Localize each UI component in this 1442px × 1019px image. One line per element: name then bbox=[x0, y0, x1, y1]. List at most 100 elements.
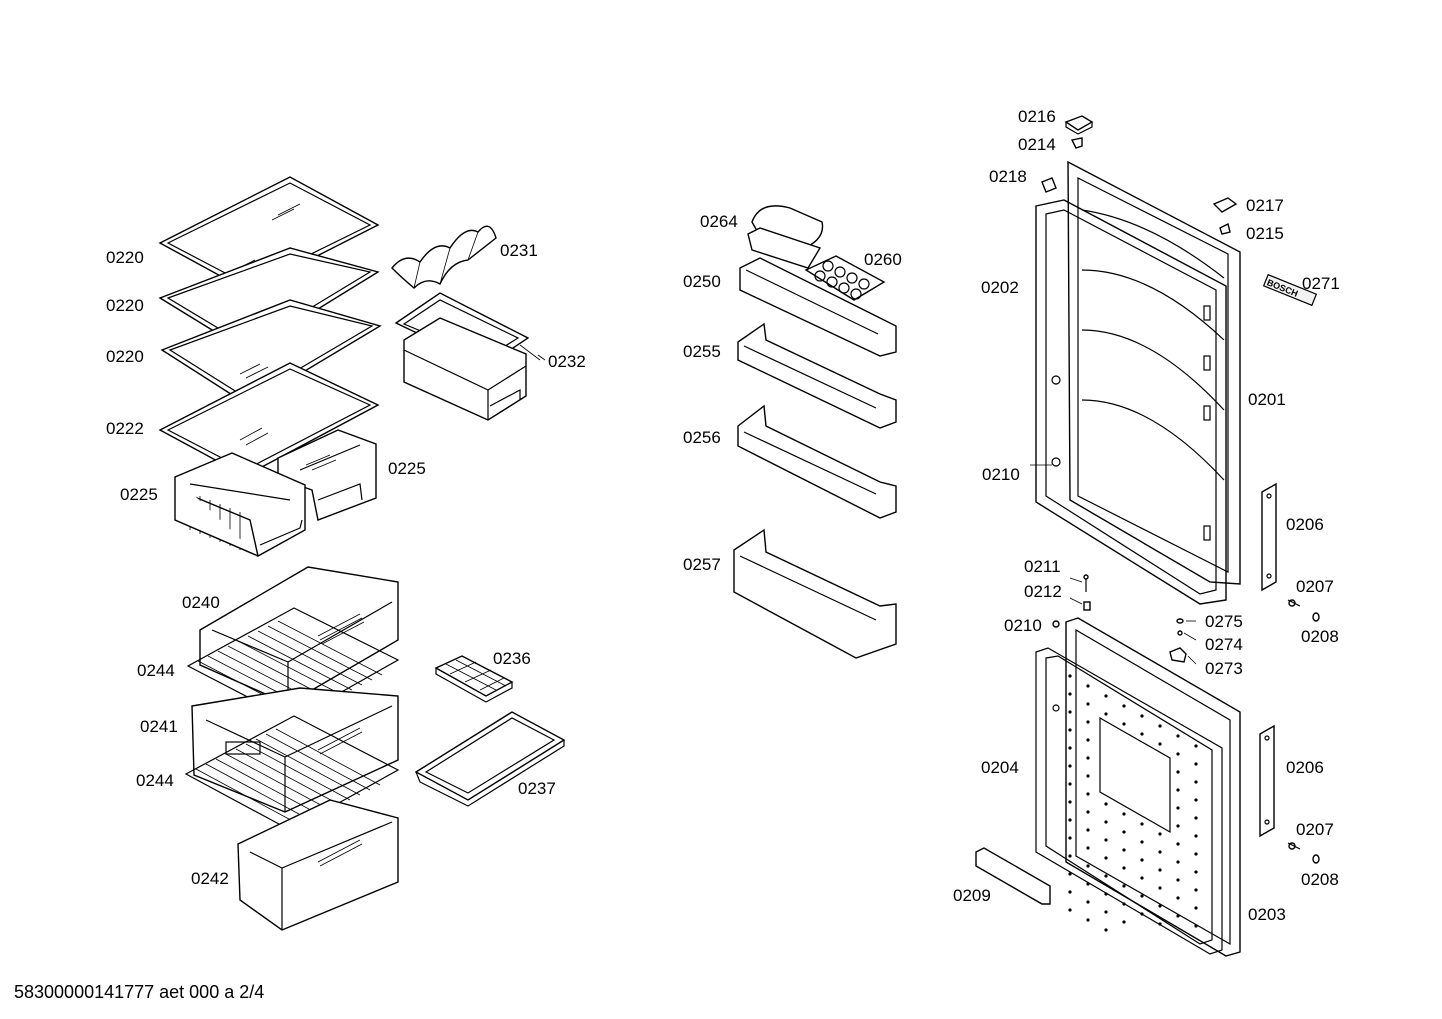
door-bin-0256 bbox=[737, 404, 897, 519]
liner-dot bbox=[1086, 792, 1090, 796]
wire-shelf-0244-lower bbox=[184, 715, 400, 831]
ice-cube-tray-0236 bbox=[434, 655, 514, 703]
label-0202: 0202 bbox=[981, 278, 1019, 297]
liner-dot bbox=[1176, 878, 1180, 882]
liner-dot bbox=[1086, 720, 1090, 724]
liner-dot bbox=[1140, 822, 1144, 826]
part-0273 bbox=[1169, 647, 1187, 663]
liner-dot bbox=[1158, 724, 1162, 728]
liner-dot bbox=[1068, 854, 1072, 858]
plinth-0209 bbox=[975, 847, 1051, 905]
label-0250: 0250 bbox=[683, 272, 721, 291]
handle-0206-lower bbox=[1259, 724, 1275, 838]
liner-dot bbox=[1140, 912, 1144, 916]
label-0256: 0256 bbox=[683, 428, 721, 447]
label-0208-lower: 0208 bbox=[1301, 870, 1339, 889]
liner-dot bbox=[1086, 918, 1090, 922]
liner-dot bbox=[1086, 684, 1090, 688]
liner-dot bbox=[1086, 756, 1090, 760]
liner-dot bbox=[1068, 674, 1072, 678]
liner-dot bbox=[1158, 886, 1162, 890]
liner-dot bbox=[1194, 888, 1198, 892]
hinge-pin-0214 bbox=[1070, 137, 1083, 149]
label-0240: 0240 bbox=[182, 593, 220, 612]
liner-dot bbox=[1122, 722, 1126, 726]
cap-0208-upper bbox=[1312, 612, 1320, 622]
liner-dot bbox=[1194, 744, 1198, 748]
label-0207-upper: 0207 bbox=[1296, 577, 1334, 596]
liner-dot bbox=[1194, 924, 1198, 928]
liner-dot bbox=[1086, 828, 1090, 832]
label-0220-c: 0220 bbox=[106, 347, 144, 366]
label-0225-left: 0225 bbox=[120, 485, 158, 504]
label-0237: 0237 bbox=[518, 779, 556, 798]
liner-dot bbox=[1104, 892, 1108, 896]
label-0204: 0204 bbox=[981, 758, 1019, 777]
label-0273: 0273 bbox=[1205, 659, 1243, 678]
upper-gasket-0202 bbox=[1035, 199, 1227, 605]
liner-dot bbox=[1194, 762, 1198, 766]
liner-dot bbox=[1194, 870, 1198, 874]
label-0257: 0257 bbox=[683, 555, 721, 574]
liner-dot bbox=[1194, 816, 1198, 820]
door-bin-0250 bbox=[739, 257, 897, 357]
label-0210-lower: 0210 bbox=[1004, 616, 1042, 635]
liner-dot bbox=[1176, 824, 1180, 828]
door-bin-0257 bbox=[733, 528, 897, 659]
liner-dot bbox=[1176, 806, 1180, 810]
liner-dot bbox=[1122, 812, 1126, 816]
liner-dot bbox=[1176, 914, 1180, 918]
bottle-rack-0231 bbox=[391, 225, 497, 289]
liner-dot bbox=[1068, 764, 1072, 768]
leader-lines bbox=[537, 354, 1197, 665]
liner-dot bbox=[1176, 734, 1180, 738]
dotted-liner-pattern bbox=[1068, 674, 1198, 932]
liner-dot bbox=[1104, 712, 1108, 716]
drawer-0240 bbox=[199, 566, 399, 705]
liner-dot bbox=[1068, 710, 1072, 714]
liner-dot bbox=[1140, 714, 1144, 718]
liner-dot bbox=[1158, 922, 1162, 926]
screw-0211 bbox=[1083, 574, 1089, 592]
label-0209: 0209 bbox=[953, 886, 991, 905]
liner-dot bbox=[1158, 742, 1162, 746]
label-0236: 0236 bbox=[493, 649, 531, 668]
liner-dot bbox=[1086, 702, 1090, 706]
liner-dot bbox=[1122, 920, 1126, 924]
liner-dot bbox=[1086, 774, 1090, 778]
label-0207-lower: 0207 bbox=[1296, 820, 1334, 839]
dairy-compartment-0232 bbox=[394, 292, 541, 421]
lower-gasket-0204 bbox=[1035, 647, 1223, 955]
part-0275 bbox=[1176, 618, 1184, 624]
liner-dot bbox=[1122, 902, 1126, 906]
door-bin-0255 bbox=[737, 322, 897, 429]
liner-dot bbox=[1176, 896, 1180, 900]
part-0274 bbox=[1177, 630, 1183, 636]
label-0220-a: 0220 bbox=[106, 248, 144, 267]
label-0216: 0216 bbox=[1018, 107, 1056, 126]
label-0225-right: 0225 bbox=[388, 459, 426, 478]
label-0220-b: 0220 bbox=[106, 296, 144, 315]
document-reference: 58300000141777 aet 000 a 2/4 bbox=[14, 982, 265, 1002]
liner-dot bbox=[1122, 704, 1126, 708]
label-0275: 0275 bbox=[1205, 612, 1243, 631]
liner-dot bbox=[1104, 694, 1108, 698]
liner-dot bbox=[1140, 840, 1144, 844]
label-0274: 0274 bbox=[1205, 635, 1243, 654]
liner-dot bbox=[1086, 738, 1090, 742]
liner-dot bbox=[1086, 864, 1090, 868]
liner-dot bbox=[1068, 908, 1072, 912]
liner-dot bbox=[1176, 770, 1180, 774]
liner-dot bbox=[1176, 860, 1180, 864]
label-0222: 0222 bbox=[106, 419, 144, 438]
liner-dot bbox=[1194, 852, 1198, 856]
liner-dot bbox=[1158, 850, 1162, 854]
liner-dot bbox=[1140, 876, 1144, 880]
ice-tray-0237 bbox=[414, 711, 566, 807]
liner-dot bbox=[1068, 746, 1072, 750]
liner-dot bbox=[1194, 834, 1198, 838]
liner-dot bbox=[1122, 830, 1126, 834]
liner-dot bbox=[1068, 692, 1072, 696]
label-0255: 0255 bbox=[683, 342, 721, 361]
